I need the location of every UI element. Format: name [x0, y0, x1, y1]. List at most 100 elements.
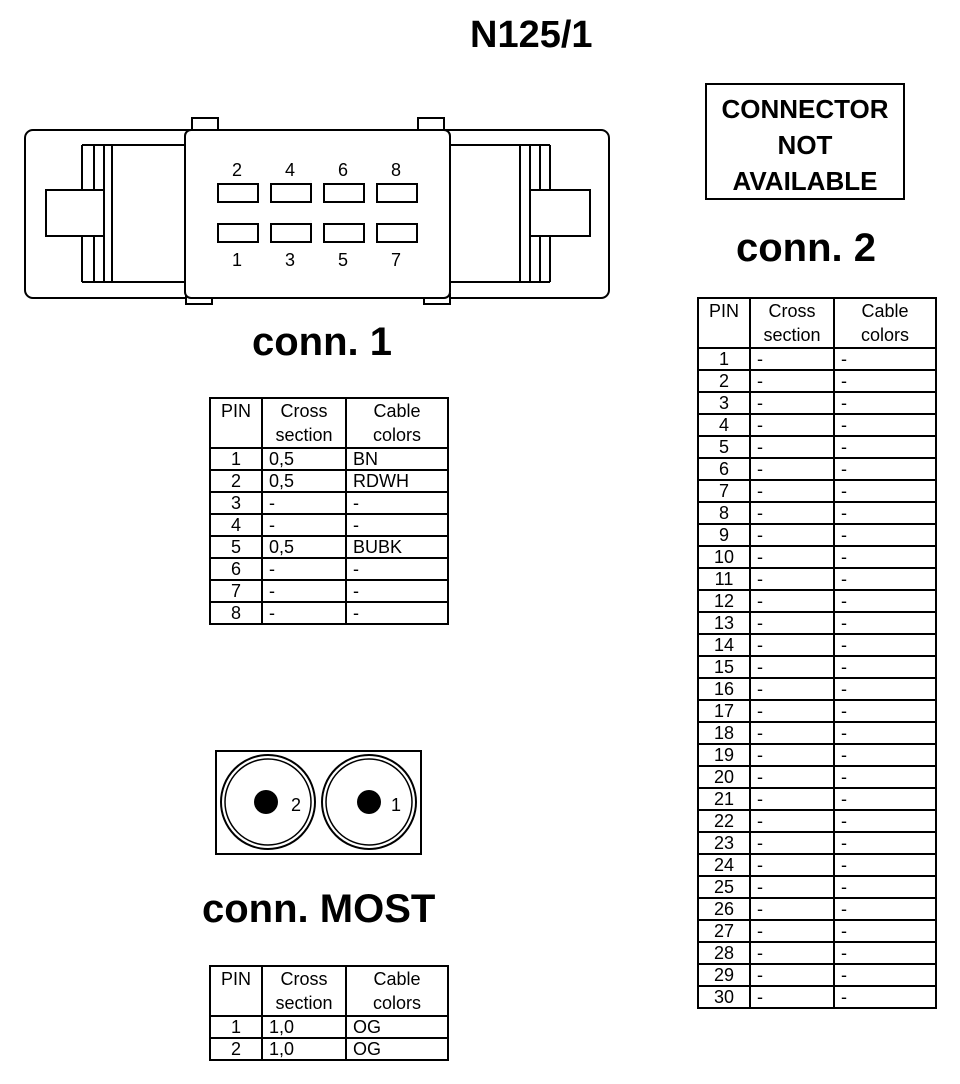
cross-section-cell: -	[749, 897, 835, 921]
pin-cell: 24	[697, 853, 751, 877]
pin-cell: 9	[697, 523, 751, 547]
table-row: 30--	[697, 985, 937, 1009]
pin-cell: 18	[697, 721, 751, 745]
cable-color-cell: -	[833, 919, 937, 943]
pin-cell: 4	[697, 413, 751, 437]
pin-cell: 19	[697, 743, 751, 767]
most-label: conn. MOST	[202, 887, 436, 931]
cable-color-cell: -	[833, 523, 937, 547]
pin-cell: 3	[209, 491, 263, 515]
most-pin-label: 2	[291, 795, 301, 815]
table-row: 28--	[697, 941, 937, 965]
table-row: 2--	[697, 369, 937, 393]
cable-color-cell: -	[833, 611, 937, 635]
cable-color-cell: -	[833, 347, 937, 371]
conn1-pin-label: 8	[391, 160, 401, 180]
cross-section-cell: -	[749, 457, 835, 481]
pin-cell: 21	[697, 787, 751, 811]
table-row: 15--	[697, 655, 937, 679]
pin-cell: 11	[697, 567, 751, 591]
cable-color-cell: -	[833, 941, 937, 965]
cross-section-cell: -	[749, 919, 835, 943]
pin-cell: 3	[697, 391, 751, 415]
cable-color-cell: -	[345, 579, 449, 603]
table-row: 17--	[697, 699, 937, 723]
pin-cell: 6	[697, 457, 751, 481]
pin-cell: 2	[209, 1037, 263, 1061]
cable-color-cell: -	[833, 435, 937, 459]
table-row: 4--	[209, 513, 449, 537]
table-row: 27--	[697, 919, 937, 943]
pin-cell: 7	[209, 579, 263, 603]
cross-section-cell: -	[261, 579, 347, 603]
table-row: 11--	[697, 567, 937, 591]
cross-section-cell: -	[749, 589, 835, 613]
table-row: 20--	[697, 765, 937, 789]
conn1-pin-label: 2	[232, 160, 242, 180]
table-row: 3--	[209, 491, 449, 515]
cross-section-cell: 1,0	[261, 1037, 347, 1061]
conn2-label: conn. 2	[736, 226, 877, 270]
pin-cell: 29	[697, 963, 751, 987]
cable-color-cell: -	[833, 677, 937, 701]
pin-cell: 26	[697, 897, 751, 921]
table-row: 18--	[697, 721, 937, 745]
cross-section-cell: -	[749, 699, 835, 723]
pin-cell: 16	[697, 677, 751, 701]
table-row: 1--	[697, 347, 937, 371]
table-row: 8--	[209, 601, 449, 625]
table-row: 12--	[697, 589, 937, 613]
cross-section-cell: 1,0	[261, 1015, 347, 1039]
cable-color-cell: -	[833, 963, 937, 987]
table-row: 7--	[209, 579, 449, 603]
table-row: 24--	[697, 853, 937, 877]
cable-color-cell: -	[833, 369, 937, 393]
table-row: 26--	[697, 897, 937, 921]
table-row: 4--	[697, 413, 937, 437]
pin-cell: 30	[697, 985, 751, 1009]
pin-cell: 27	[697, 919, 751, 943]
cross-section-cell: -	[749, 523, 835, 547]
cable-color-cell: -	[833, 853, 937, 877]
conn1-pin-label: 6	[338, 160, 348, 180]
cross-section-cell: -	[749, 787, 835, 811]
cable-color-cell: BN	[345, 447, 449, 471]
table-row: 14--	[697, 633, 937, 657]
cross-section-cell: -	[749, 501, 835, 525]
cross-section-cell: -	[261, 557, 347, 581]
pin-cell: 4	[209, 513, 263, 537]
cross-section-cell: -	[749, 941, 835, 965]
pin-cell: 20	[697, 765, 751, 789]
cross-section-cell: -	[749, 413, 835, 437]
pin-cell: 7	[697, 479, 751, 503]
cable-color-cell: -	[833, 413, 937, 437]
cable-color-cell: -	[833, 545, 937, 569]
cable-color-cell: -	[833, 655, 937, 679]
cable-color-cell: -	[833, 809, 937, 833]
table-row: 29--	[697, 963, 937, 987]
table-row: 10--	[697, 545, 937, 569]
cross-section-cell: -	[749, 831, 835, 855]
table-row: 19--	[697, 743, 937, 767]
pin-cell: 14	[697, 633, 751, 657]
cable-color-cell: -	[833, 985, 937, 1009]
cable-color-cell: BUBK	[345, 535, 449, 559]
cross-section-cell: -	[749, 677, 835, 701]
pin-cell: 17	[697, 699, 751, 723]
pin-cell: 28	[697, 941, 751, 965]
conn1-label: conn. 1	[252, 320, 393, 364]
table-row: 6--	[697, 457, 937, 481]
cross-section-cell: -	[749, 809, 835, 833]
cross-section-cell: -	[749, 985, 835, 1009]
table-row: 7--	[697, 479, 937, 503]
cross-section-cell: -	[749, 963, 835, 987]
cross-section-cell: 0,5	[261, 535, 347, 559]
pin-cell: 1	[209, 1015, 263, 1039]
